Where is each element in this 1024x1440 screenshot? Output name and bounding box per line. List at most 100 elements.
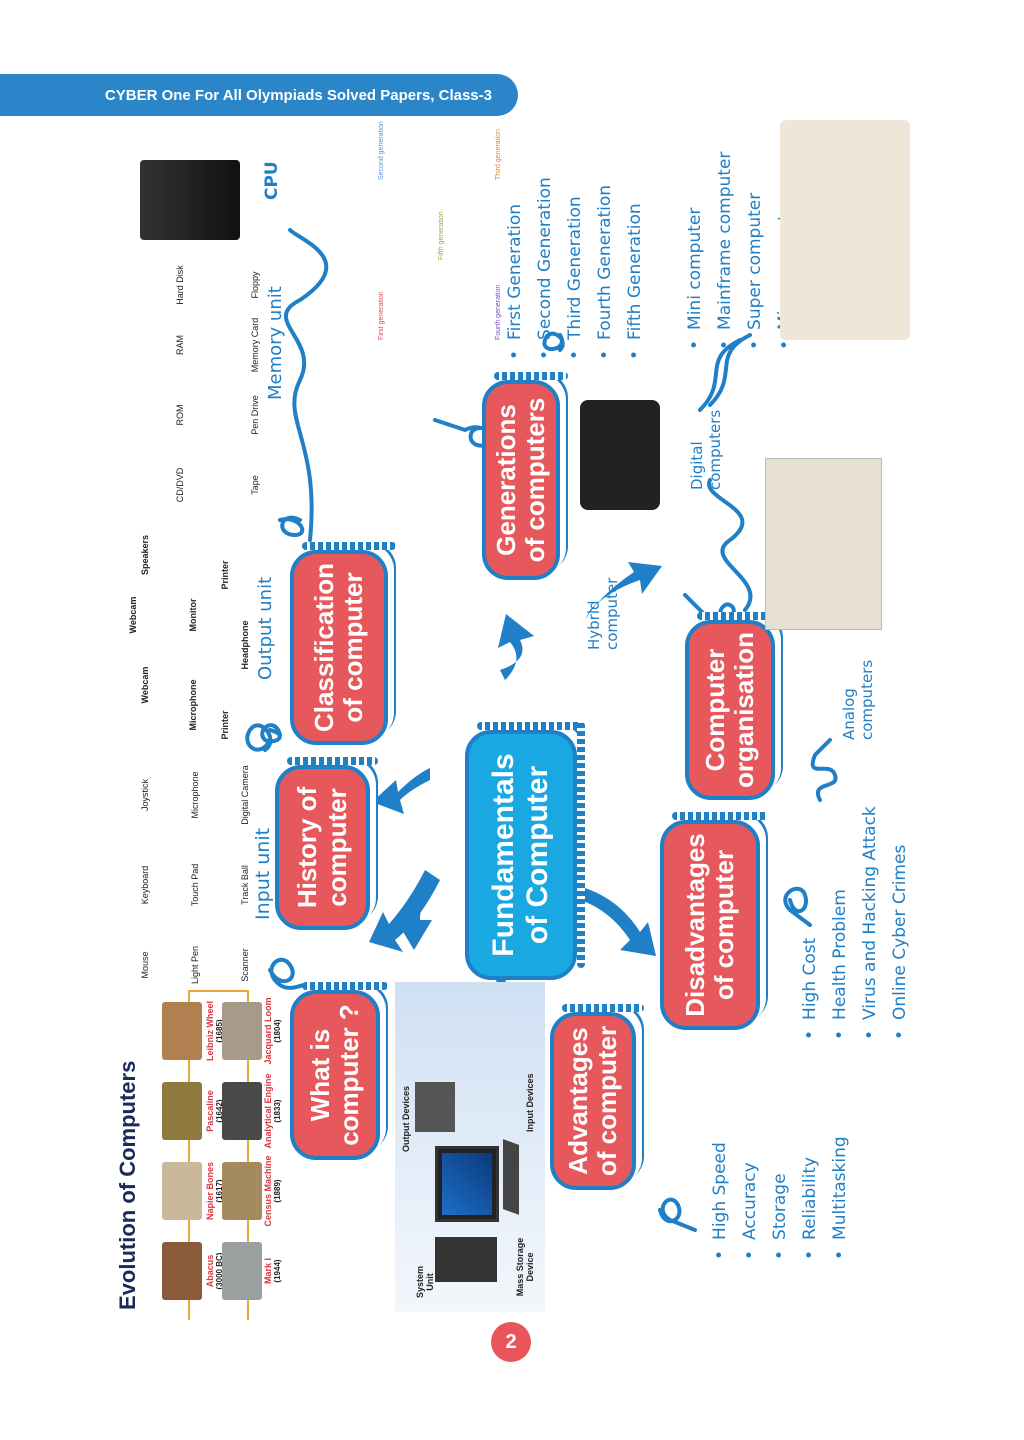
center-line1: Fundamentals	[487, 753, 521, 957]
device-label: CD/DVD	[175, 467, 185, 503]
list-item: Reliability	[795, 1136, 825, 1260]
evolution-name: Abacus	[205, 1254, 215, 1288]
node-line: computer ?	[334, 1004, 364, 1146]
node-line: computer	[321, 788, 352, 907]
device-label: ROM	[175, 404, 185, 426]
hatch-decoration	[562, 1004, 644, 1012]
arrow-to-classification	[372, 768, 430, 814]
evolution-name: Napier Bones	[205, 1161, 215, 1221]
list-item: High Cost	[795, 806, 825, 1040]
devices-illustration	[780, 120, 910, 340]
list-item: Fifth Generation	[620, 177, 650, 360]
evolution-name: Mark I	[263, 1258, 273, 1285]
generations-list: First Generation Second Generation Third…	[500, 177, 650, 360]
hatch-decoration	[494, 372, 568, 380]
node-disadvantages-of-computer[interactable]: Disadvantages of computer	[660, 812, 768, 1030]
analog-computers-label: Analog computers	[840, 660, 876, 740]
input-unit-label: Input unit	[252, 827, 274, 920]
monitor-image	[435, 1146, 499, 1222]
hybrid-computer-image	[580, 400, 660, 510]
hatch-decoration	[672, 812, 768, 820]
node-line: Classification	[308, 562, 339, 733]
device-label: Light Pen	[190, 945, 200, 985]
analog-computer-image	[765, 458, 882, 630]
device-label: Scanner	[240, 948, 250, 982]
label-input-devices: Input Devices	[525, 1073, 535, 1132]
evolution-year: (1889)	[273, 1179, 282, 1203]
label-line: computer	[603, 577, 621, 650]
evolution-title: Evolution of Computers	[115, 1060, 140, 1310]
evolution-year: (1944)	[273, 1259, 282, 1283]
evolution-image	[222, 1242, 262, 1300]
curl-org-digital	[707, 478, 753, 612]
keyboard-image	[503, 1139, 519, 1215]
node-line: organisation	[729, 632, 759, 789]
hatch-decoration	[287, 757, 378, 765]
node-generations-of-computers[interactable]: Generations of computers	[482, 372, 568, 580]
evolution-name: Leibniz Wheel	[205, 1001, 215, 1062]
node-line: of computers	[520, 397, 550, 563]
list-item: Mini computer	[680, 152, 710, 350]
node-computer-organisation[interactable]: Computer organisation	[685, 612, 783, 800]
evolution-year: (1833)	[273, 1099, 282, 1123]
device-label: Pen Drive	[250, 395, 260, 435]
arrow-to-what-is	[396, 880, 440, 950]
list-item: Fourth Generation	[590, 177, 620, 360]
node-line: History of	[292, 786, 323, 909]
list-item: Super computer	[740, 152, 770, 350]
curl-history-input	[245, 723, 273, 752]
cpu-image	[140, 160, 240, 240]
hatch-decoration	[302, 982, 388, 990]
label-line: Digital	[688, 441, 706, 490]
node-line: of computer	[709, 849, 739, 1001]
device-label: Speakers	[140, 534, 150, 576]
evolution-year: (1804)	[273, 1019, 282, 1043]
device-label: Microphone	[190, 771, 200, 819]
curl-classification-memory	[278, 515, 305, 538]
curl-classification-cpu	[284, 228, 329, 542]
computer-parts-diagram: Output Devices Input Devices System Unit…	[395, 982, 545, 1312]
node-line: Disadvantages	[679, 833, 710, 1017]
device-label: Webcam	[128, 596, 138, 634]
input-unit-panel: Mouse Keyboard Joystick Light Pen Touch …	[110, 740, 274, 1000]
node-advantages-of-computer[interactable]: Advantages of computer	[550, 1004, 644, 1190]
evolution-name: Pascaline	[205, 1090, 215, 1132]
device-label: Printer	[220, 710, 230, 740]
page-number: 2	[491, 1322, 531, 1362]
advantages-list: High Speed Accuracy Storage Reliability …	[705, 1136, 855, 1260]
label-line: computers	[858, 659, 876, 740]
node-line: Computer	[699, 648, 730, 772]
label-mass-storage: Mass Storage Device	[515, 1237, 535, 1297]
list-item: Online Cyber Crimes	[885, 806, 915, 1040]
hatch-decoration	[302, 542, 396, 550]
header-title: CYBER One For All Olympiads Solved Paper…	[104, 86, 492, 104]
list-item: Mainframe computer	[710, 152, 740, 350]
device-label: Webcam	[140, 666, 150, 704]
device-label: Mouse	[140, 951, 150, 979]
node-history-of-computer[interactable]: History of computer	[275, 757, 378, 930]
curl-adv-list	[658, 1197, 697, 1232]
list-item: Health Problem	[825, 806, 855, 1040]
gen-caption: Second generation	[378, 121, 385, 180]
label-output-devices: Output Devices	[401, 1085, 411, 1152]
device-label: Printer	[220, 560, 230, 590]
evolution-item: Census Machine(1889)	[263, 1146, 282, 1236]
curl-classification-output	[260, 723, 282, 744]
node-classification-of-computer[interactable]: Classification of computer	[290, 542, 396, 745]
header-banner: CYBER One For All Olympiads Solved Paper…	[0, 74, 518, 116]
center-node[interactable]: Fundamentals of Computer	[465, 722, 585, 980]
digital-computers-label: Digital computers	[688, 410, 724, 490]
device-label: Joystick	[140, 779, 150, 812]
evolution-image	[162, 1162, 202, 1220]
evolution-name: Jacquard Loom	[263, 997, 273, 1065]
arrow-to-organisation	[585, 562, 662, 620]
evolution-name: Analytical Engine	[263, 1073, 273, 1149]
device-label: RAM	[175, 335, 185, 355]
node-what-is-computer[interactable]: What is computer ?	[290, 982, 388, 1160]
disadvantages-list: High Cost Health Problem Virus and Hacki…	[795, 806, 915, 1040]
list-item: Multitasking	[825, 1136, 855, 1260]
node-line: Generations	[490, 404, 521, 556]
list-item: Second Generation	[530, 177, 560, 360]
node-line: What is	[304, 1028, 335, 1122]
